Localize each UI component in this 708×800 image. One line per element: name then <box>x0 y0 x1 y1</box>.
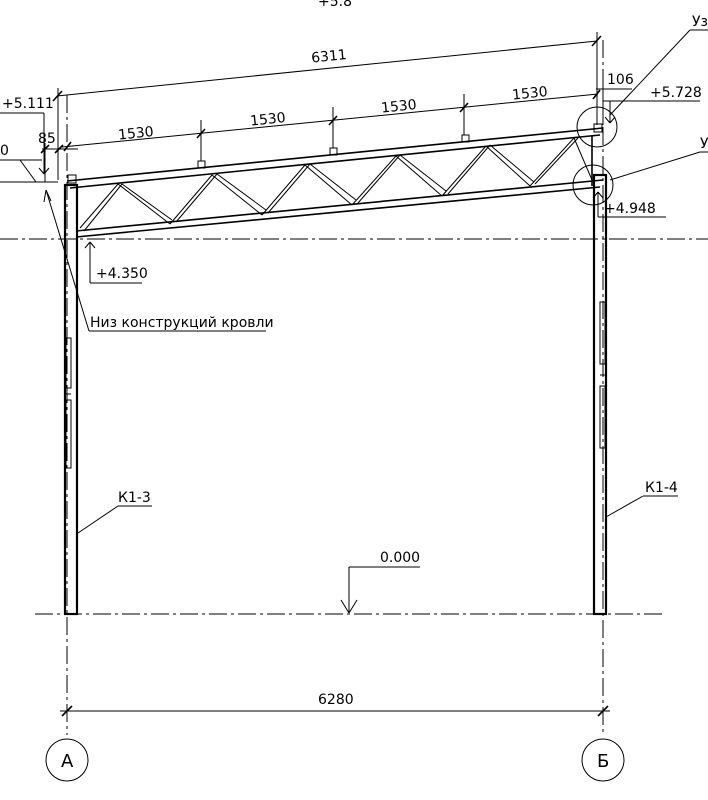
dimension-85: 85 <box>38 131 78 182</box>
level-right-top: +5.728 <box>603 85 702 124</box>
level-right-bottom: +4.948 <box>592 191 666 218</box>
axis-label-a: А <box>61 751 74 772</box>
node-lower-label: У <box>700 136 708 152</box>
level-ground-text: 0.000 <box>380 550 420 566</box>
column-right-tag: К1-4 <box>605 480 678 518</box>
dimension-106: 106 <box>596 72 634 125</box>
top-fragment-label: +5.8 <box>318 0 352 10</box>
column-left-tag: К1-3 <box>77 490 152 534</box>
roof-bottom-note-text: Низ конструкций кровли <box>90 315 274 331</box>
roof-bottom-note: Низ конструкций кровли <box>43 189 274 332</box>
dimension-left-partial-text: 0 <box>0 143 9 159</box>
column-right <box>592 173 608 616</box>
dimension-panel-2-text: 1530 <box>249 110 286 130</box>
dimension-offset-right-text: 106 <box>607 72 634 88</box>
dimension-panel-4-text: 1530 <box>511 84 548 104</box>
node-lower-leader <box>609 151 701 181</box>
dimension-panel-1-text: 1530 <box>117 124 154 144</box>
column-left <box>63 183 79 616</box>
node-circle-lower <box>572 164 614 206</box>
level-left-bottom-text: +4.350 <box>96 266 148 282</box>
purlins <box>67 123 603 184</box>
dimension-offset-left-text: 85 <box>38 131 56 147</box>
dimension-span-bottom-text: 6280 <box>318 692 354 708</box>
level-right-bottom-text: +4.948 <box>604 201 656 217</box>
level-left-top-text: +5.111 <box>2 96 54 112</box>
dimension-panel-3-text: 1530 <box>380 97 417 117</box>
dimension-6280: 6280 <box>60 692 610 717</box>
column-left-plate-1 <box>65 337 72 389</box>
column-right-plate-2 <box>599 385 606 449</box>
node-upper-label: Уз <box>692 14 708 30</box>
level-left-top: +5.111 <box>0 96 54 175</box>
column-left-label: К1-3 <box>118 490 151 506</box>
axis-label-b: Б <box>597 751 609 772</box>
truss-bottom-chord-inner <box>75 186 601 238</box>
truss-bottom-chord-outer <box>75 179 604 232</box>
dimension-total-top-text: 6311 <box>310 47 347 67</box>
axis-marker-b <box>581 738 625 782</box>
column-left-plate-2 <box>65 399 72 469</box>
dimension-panels: 1530 1530 1530 1530 <box>61 84 601 161</box>
level-left-bottom: +4.350 <box>84 241 148 284</box>
level-ground: 0.000 <box>340 550 420 614</box>
dimension-left-partial: 0 <box>0 143 58 183</box>
column-right-label: К1-4 <box>645 480 678 496</box>
column-right-plate-1 <box>599 301 606 365</box>
level-right-top-text: +5.728 <box>650 85 702 101</box>
axis-marker-a <box>45 738 89 782</box>
dimension-6311: 6311 <box>52 32 602 180</box>
truss-top-chord-inner <box>69 134 601 189</box>
truss-web <box>79 137 593 232</box>
